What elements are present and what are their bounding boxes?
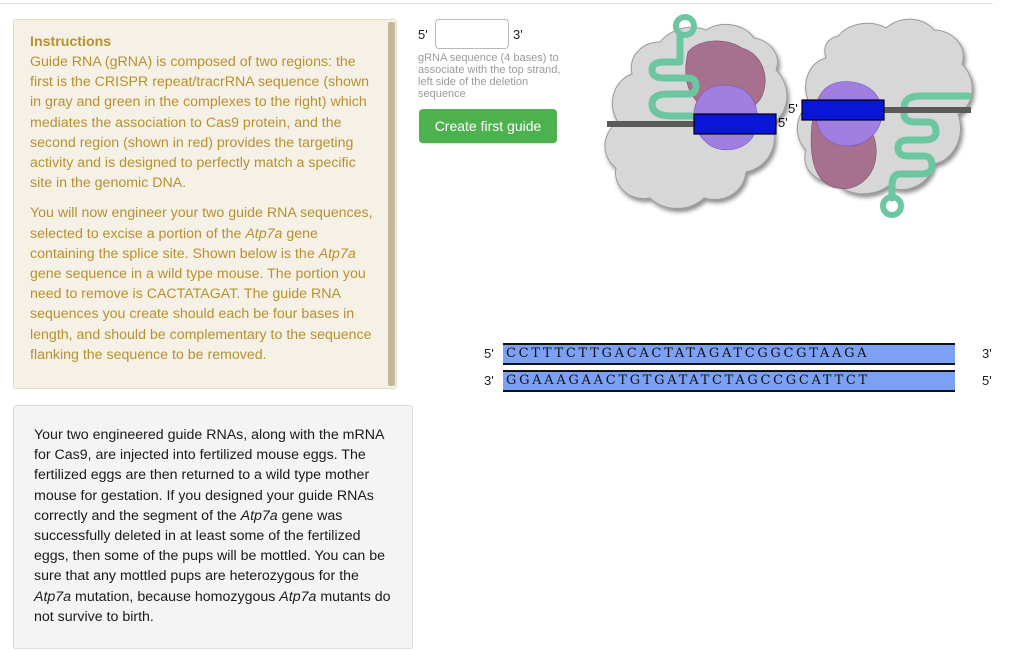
create-first-guide-button[interactable]: Create first guide xyxy=(419,109,557,143)
diagram-5prime-label-right: 5' xyxy=(788,101,798,116)
instructions-scrollbar[interactable] xyxy=(387,20,396,388)
dna-bottom-3prime-label: 3' xyxy=(484,373,494,388)
gene-name: Atp7a xyxy=(318,245,356,262)
instructions-scrollbar-thumb[interactable] xyxy=(388,22,395,386)
dna-bottom-strand: GGAAAGAACTGTGATATCTAGCCGCATTCT xyxy=(503,370,955,392)
instructions-panel: Instructions Guide RNA (gRNA) is compose… xyxy=(13,19,397,389)
top-divider xyxy=(0,3,993,4)
cas9-complex-diagram: 5' 5' xyxy=(604,14,973,218)
grna-sequence-input[interactable] xyxy=(435,19,509,49)
dna-top-strand-row: 5' CCTTTCTTGACACTATAGATCGGCGTAAGA 3' xyxy=(480,343,1000,367)
instructions-content: Instructions Guide RNA (gRNA) is compose… xyxy=(14,20,384,388)
cas9-complex-right: 5' xyxy=(788,18,973,218)
tracr-loop-left xyxy=(673,14,697,38)
outcome-text: Your two engineered guide RNAs, along wi… xyxy=(34,427,391,625)
instructions-heading: Instructions xyxy=(30,34,112,50)
dna-top-3prime-label: 3' xyxy=(982,346,992,361)
tracr-rna-right xyxy=(888,92,972,202)
gene-name: Atp7a xyxy=(245,225,283,242)
dna-bottom-strand-row: 3' GGAAAGAACTGTGATATCTAGCCGCATTCT 5' xyxy=(480,370,1000,394)
grna-hint: gRNA sequence (4 bases) to associate wit… xyxy=(418,52,561,100)
instructions-paragraph-2: You will now engineer your two guide RNA… xyxy=(30,205,373,363)
grna-3prime-label: 3' xyxy=(513,27,523,42)
cas9-complex-left: 5' xyxy=(604,14,788,209)
dna-top-5prime-label: 5' xyxy=(484,346,494,361)
guide-block-right xyxy=(801,99,885,121)
gene-name: Atp7a xyxy=(279,588,317,605)
tracr-loop-right xyxy=(880,194,904,218)
gene-name: Atp7a xyxy=(240,507,278,524)
grna-5prime-label: 5' xyxy=(418,27,428,42)
instructions-paragraph-1: Guide RNA (gRNA) is composed of two regi… xyxy=(30,54,370,192)
diagram-5prime-label-left: 5' xyxy=(778,115,788,130)
tracr-rna-left xyxy=(648,32,700,120)
dna-bottom-5prime-label: 5' xyxy=(982,373,992,388)
dna-top-strand: CCTTTCTTGACACTATAGATCGGCGTAAGA xyxy=(503,343,955,365)
guide-block-left xyxy=(693,113,777,135)
gene-name: Atp7a xyxy=(34,588,72,605)
outcome-panel: Your two engineered guide RNAs, along wi… xyxy=(13,405,413,649)
